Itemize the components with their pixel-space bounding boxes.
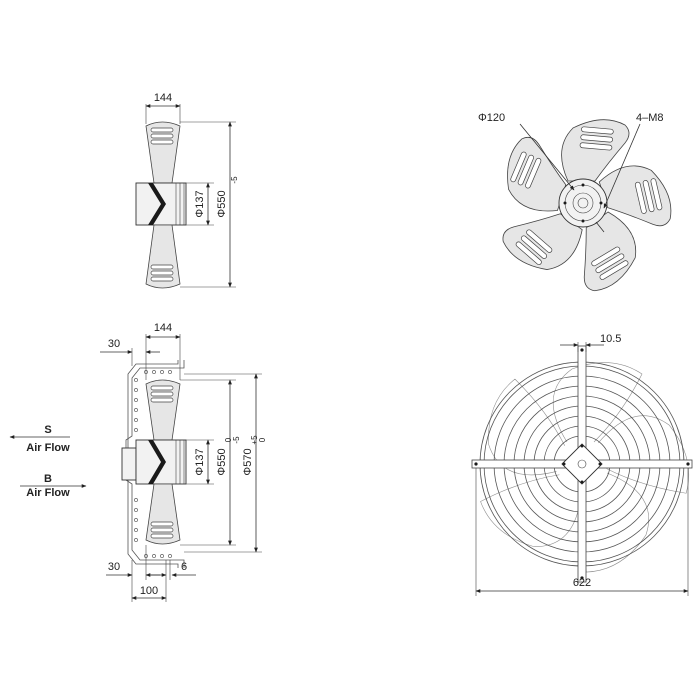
guard-center-plate — [561, 443, 603, 485]
dim-depth-bottom: 100 — [140, 585, 158, 597]
dim-gap-bottom: 6 — [181, 561, 187, 573]
airflow-s-label: Air Flow — [26, 442, 70, 454]
dim-guard-tol-up: +5 — [250, 435, 259, 445]
dim-blade-tol-dn: -5 — [232, 436, 241, 444]
dim-overall-width: 622 — [573, 577, 591, 589]
dim-offset-top: 30 — [108, 338, 120, 350]
dim-blade-tol-up: 0 — [224, 437, 233, 442]
side-view-top: 144 Φ137 Φ550 -5 — [135, 92, 239, 289]
airflow-b: B Air Flow — [20, 473, 87, 499]
dim-blade-bottom: Φ550 — [216, 448, 228, 475]
dim-offset-bottom: 30 — [108, 561, 120, 573]
airflow-b-label: Air Flow — [26, 487, 70, 499]
impeller-hub — [558, 178, 608, 228]
guard-wires — [134, 370, 172, 558]
dim-hub-bottom: Φ137 — [194, 448, 206, 475]
dim-width-top: 144 — [154, 92, 172, 104]
side-view-bottom: 144 30 Φ137 Φ550 0 -5 Φ570 +5 0 30 — [100, 322, 267, 602]
dim-width-bottom: 144 — [154, 322, 172, 334]
dim-guard-tol-dn: 0 — [258, 437, 267, 442]
dim-hub-top: Φ137 — [194, 190, 206, 217]
dim-hub-front: Φ120 — [478, 112, 505, 124]
airflow-s: S Air Flow — [9, 424, 70, 454]
dim-outer-top: Φ550 — [216, 190, 228, 217]
dim-bolts: 4–M8 — [636, 112, 664, 124]
dim-outer-tol-top: -5 — [230, 176, 239, 184]
airflow-b-letter: B — [44, 473, 52, 485]
dim-guard-bottom: Φ570 — [242, 448, 254, 475]
front-view-guard — [471, 345, 693, 583]
airflow-s-letter: S — [44, 424, 51, 436]
dim-bracket-hole: 10.5 — [600, 333, 621, 345]
front-view-impeller — [496, 119, 677, 298]
